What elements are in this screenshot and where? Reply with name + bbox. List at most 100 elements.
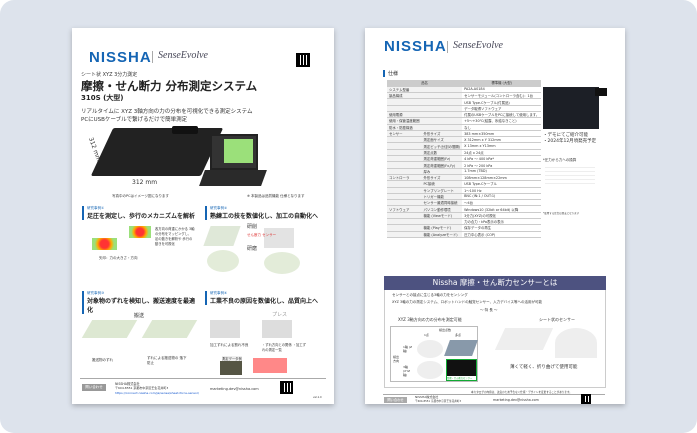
- table-cell: 測定荷重範囲(Fz): [421, 155, 463, 163]
- table-cell: [387, 224, 422, 232]
- table-cell: [421, 98, 463, 106]
- section-title: 足圧を測定し、歩行のメカニズムを解析: [87, 213, 196, 220]
- grid-side: 検出方向: [393, 355, 400, 363]
- table-cell: 3分力(XYZ)の可視化: [462, 212, 542, 220]
- section-caption: 加工ずれによる割れ不良: [210, 343, 249, 347]
- section-tag: 研究事例④: [210, 291, 228, 295]
- email-link[interactable]: marketing.dev@nissha.com: [493, 398, 539, 402]
- table-cell: USB Type-Cケーブル: [462, 180, 542, 188]
- laptop-screen: [210, 134, 258, 170]
- label-transport: 搬送: [134, 313, 145, 319]
- footer-divider: [383, 394, 605, 395]
- company-address: 〒604-8551 京都市中京区壬生花井町3: [415, 400, 462, 403]
- website-link[interactable]: https://connect.nissha.com/ja/sense/shee…: [115, 391, 200, 395]
- table-row: 測定荷重範囲(Fx,Fy)2 kPa 〜 200 kPa: [387, 161, 542, 169]
- table-cell: [387, 149, 422, 157]
- senseevolve-logo: SenseEvolve: [453, 40, 503, 51]
- table-cell: 108mm×128mm×22mm: [462, 174, 542, 182]
- qr-code[interactable]: [280, 381, 293, 394]
- table-cell: なし: [462, 124, 542, 131]
- foot-pressure-map: [129, 226, 151, 238]
- conversion-note: *使用する圧力は目安となります: [543, 212, 580, 215]
- feature-caption: 薄くて軽く、折り曲げて使用可能: [510, 365, 578, 370]
- nissha-logo: NISSHA: [384, 38, 447, 55]
- intro-line: センサーとの接点に生じる3軸の力をセンシング: [392, 293, 468, 297]
- table-cell: X 13mm x Y13mm: [462, 142, 542, 150]
- table-cell: センサー最適同時接続: [421, 199, 463, 207]
- table-cell: 測定ピッチ(分割の間隔): [421, 142, 463, 150]
- laptop-keyboard: [199, 170, 267, 186]
- case-study-4: 研究事例④ 工業不良の原因を数値化し、品質向上へ: [205, 291, 325, 305]
- table-row: 使用電源 付属のUSBケーブルをPCに接続して使用します。: [387, 111, 542, 119]
- label-grinding: 研削: [247, 224, 258, 230]
- table-cell: [387, 212, 422, 220]
- cylinder-illustration: [417, 340, 443, 358]
- section-caption: ・ずれ方向との関係 ・加工ずれの測定一覧: [262, 343, 306, 352]
- section-note: 各方向の荷重にかかる 3軸の分布をマッピングし、 足の動きを解析や 歩行の動きを…: [155, 227, 195, 246]
- sensor-grid-illustration: [444, 340, 478, 356]
- feature-title: シート状のセンサー: [539, 317, 575, 322]
- conversion-title: *圧力から力への換算: [543, 158, 577, 162]
- data-photo: [220, 361, 242, 375]
- page-title: 摩擦・せん断力 分布測定システム: [81, 79, 258, 93]
- table-cell: 測定点数: [421, 149, 463, 157]
- contact-button[interactable]: 問い合わせ: [384, 397, 407, 403]
- highlight-label: 摩擦・せん断力センサー: [447, 376, 476, 380]
- grid-row: 1軸 (Z軸): [403, 345, 413, 353]
- grid-col: 1点: [424, 333, 429, 337]
- table-row: 機能 (Playモード)保存データの再生: [387, 224, 542, 232]
- qr-code[interactable]: [581, 394, 591, 404]
- table-row: 測定ピッチ(分割の間隔)X 13mm x Y13mm: [387, 142, 542, 150]
- polishing-illustration: [207, 250, 239, 272]
- table-cell: 4 kPa 〜 400 kPa*: [462, 155, 542, 163]
- table-cell: パソコン動作環境: [421, 205, 463, 213]
- table-cell: 測定荷重範囲(Fx,Fy): [421, 161, 463, 169]
- bent-sheet-illustration: [555, 328, 597, 358]
- cylinder-illustration: [417, 361, 443, 379]
- data-label: 測定データ例: [222, 356, 242, 361]
- grid-header: 検出点数: [438, 328, 451, 332]
- table-cell: [421, 218, 463, 226]
- table-cell: コントローラ: [387, 174, 422, 182]
- table-cell: センサー: [387, 130, 422, 138]
- table-cell: 24点 x 24点: [462, 149, 542, 157]
- table-cell: [387, 199, 422, 207]
- model-name: 310S (大型): [81, 94, 124, 102]
- qr-code[interactable]: [296, 53, 310, 67]
- table-row: 使用・保管温度範囲+5〜+30℃(結露、氷結なきこと): [387, 117, 542, 125]
- flat-sheet-illustration: [494, 328, 554, 350]
- table-header: 標準機 (大型): [462, 80, 542, 87]
- table-cell: BNC (IN:1 / OUT:1): [462, 193, 542, 201]
- table-cell: [387, 168, 422, 175]
- table-cell: 機能 (Playモード): [421, 224, 463, 232]
- table-cell: [387, 136, 422, 144]
- table-cell: 使用電源: [387, 111, 422, 119]
- table-cell: 測定面サイズ: [421, 136, 463, 144]
- table-row: データ取得ソフトウェア: [387, 105, 542, 113]
- version-label: ver.1.0: [313, 396, 322, 399]
- table-cell: +5〜+30℃(結露、氷結なきこと): [462, 117, 542, 125]
- category-label: シート状 XYZ 3分力測定: [81, 72, 138, 78]
- contact-button[interactable]: 問い合わせ: [82, 384, 106, 391]
- section-title: 対象物のずれを検知し、搬送速度を最適化: [87, 298, 196, 314]
- disclaimer: 本カタログの内容は、改良のため予告なく仕様・デザインを変更することがあります。: [471, 391, 572, 394]
- conversion-table: [545, 164, 595, 184]
- table-cell: 付属のUSBケーブルをPCに接続して使用します。: [462, 111, 542, 119]
- email-link[interactable]: marketing.dev@nissha.com: [210, 387, 259, 391]
- brochure-page-front: NISSHA SenseEvolve シート状 XYZ 3分力測定 摩擦・せん断…: [72, 28, 334, 404]
- table-cell: PA2A-A0184: [462, 86, 542, 94]
- table-row: 測定荷重範囲(Fz)4 kPa 〜 400 kPa*: [387, 155, 542, 163]
- divider: [447, 41, 448, 53]
- polishing-illustration: [264, 252, 300, 274]
- spec-heading: 仕様: [383, 70, 398, 77]
- table-row: 機能 (Viewモード)3分力(XYZ)の可視化: [387, 212, 542, 220]
- table-cell: [387, 142, 422, 150]
- dimension-side: 312 mm: [86, 136, 103, 163]
- table-cell: 厚み: [421, 168, 463, 175]
